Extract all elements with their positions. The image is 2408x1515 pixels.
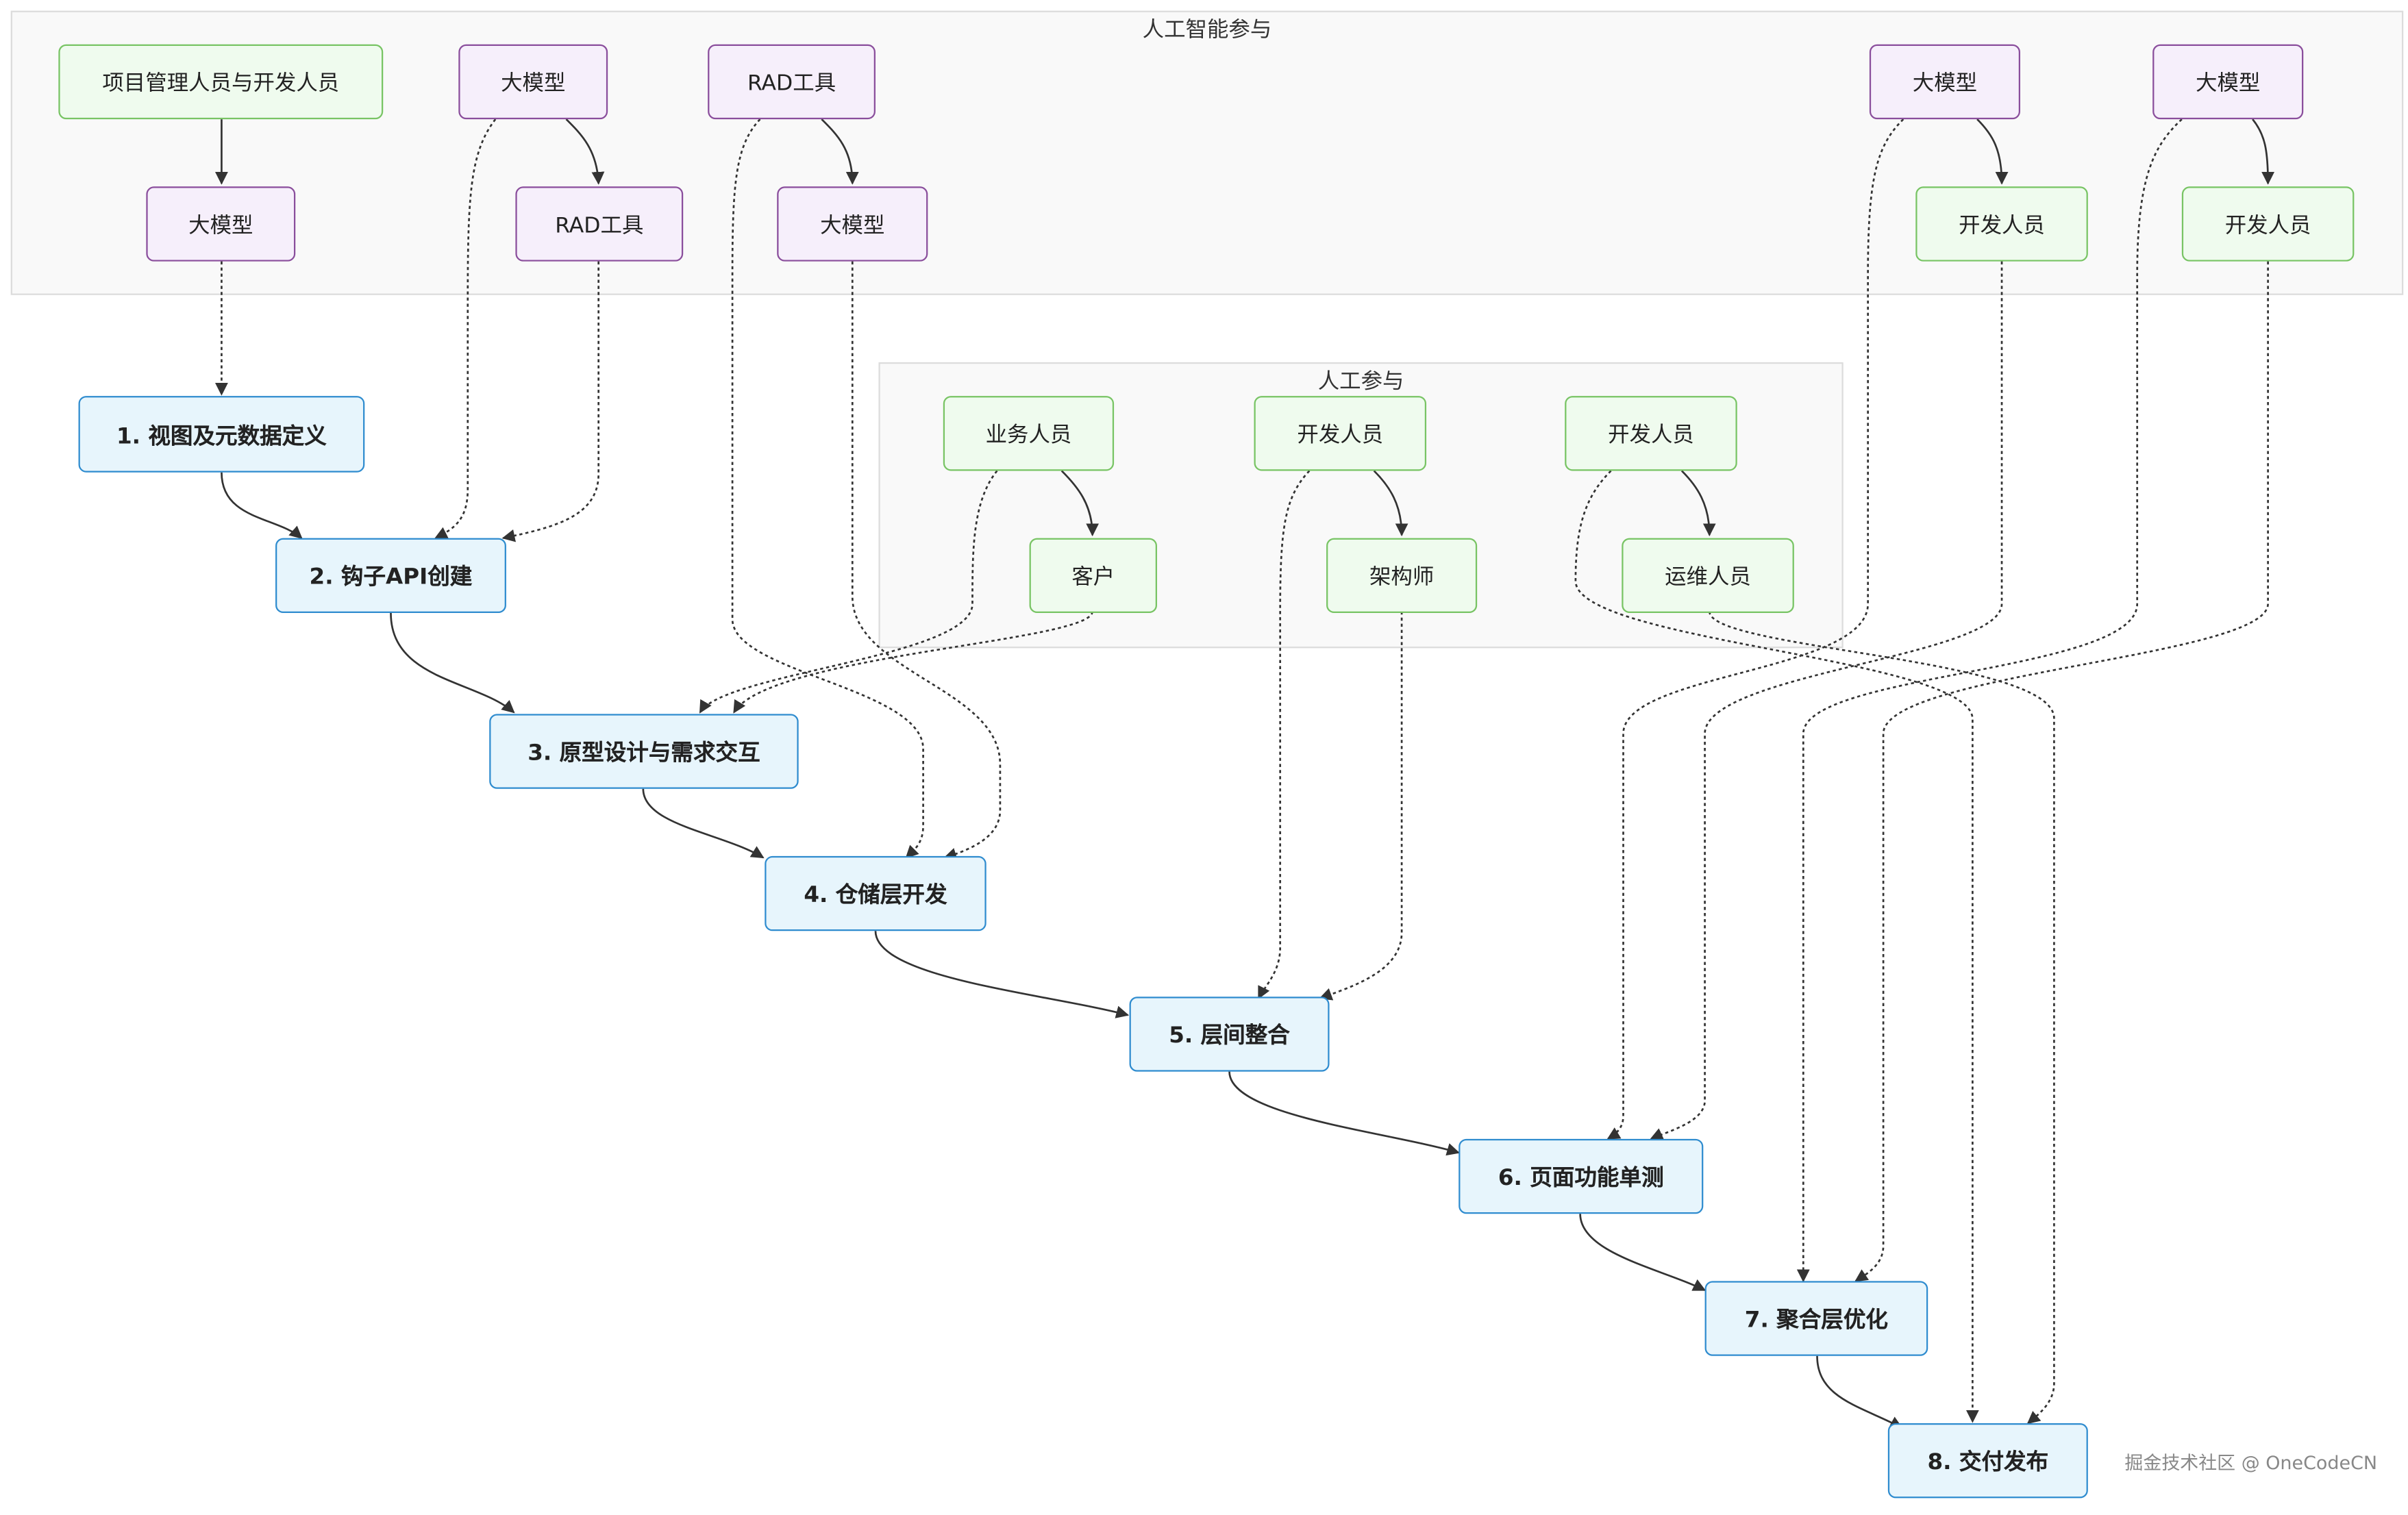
ai-group-title: 人工智能参与 [1142,18,1272,43]
step-8-release: 8. 交付发布 [1887,1423,2088,1499]
step-3-prototype: 3. 原型设计与需求交互 [489,714,799,789]
dev-node-a: 开发人员 [1254,396,1427,471]
edge-step4-to-step5 [874,931,1130,1018]
rad-node-1: RAD工具 [515,186,684,262]
human-group-title: 人工参与 [1317,370,1404,395]
step-6-page-test: 6. 页面功能单测 [1459,1138,1704,1214]
pm-dev-node: 项目管理人员与开发人员 [58,44,384,120]
llm-node-2: 大模型 [458,44,608,120]
llm-node-4: 大模型 [1869,44,2020,120]
llm-node-5: 大模型 [2152,44,2304,120]
edge-llm-to-step2 [434,118,497,539]
edge-rad-to-step4 [731,118,924,859]
step-2-hook-api: 2. 钩子API创建 [275,538,506,614]
edge-dev-to-architect [1373,470,1408,537]
ops-node: 运维人员 [1622,538,1794,614]
edge-llm-to-dev-1 [1976,118,2009,185]
rad-node-2: RAD工具 [708,44,876,120]
dev-node-b: 开发人员 [1565,396,1737,471]
edge-rad-to-llm [821,118,859,185]
business-node: 业务人员 [943,396,1115,471]
edge-step2-to-step3 [390,613,515,714]
edge-biz-to-customer [1060,470,1100,537]
edge-dev-to-ops [1680,470,1716,537]
llm-node-1: 大模型 [146,186,296,262]
step-5-integration: 5. 层间整合 [1129,997,1330,1072]
edge-llm-to-rad [565,118,605,185]
edge-dev-to-step5 [1258,470,1311,1000]
step-4-repository: 4. 仓储层开发 [765,855,986,931]
dev-node-1: 开发人员 [1915,186,2088,262]
edge-architect-to-step5 [1319,611,1403,1001]
edge-llm-to-step6 [1606,118,1904,1140]
step-1-view-metadata: 1. 视图及元数据定义 [78,396,365,473]
edge-llm-to-dev-2 [2252,118,2275,185]
watermark: 掘金技术社区 @ OneCodeCN [2124,1452,2378,1474]
solid-edges [214,118,2275,1429]
edge-customer-to-step3 [733,611,1094,714]
edge-llm-to-step7 [1796,118,2183,1283]
edge-dev-to-step6 [1574,470,1979,1423]
edge-rad-to-step2 [501,261,600,542]
edge-step6-to-step7 [1579,1214,1706,1292]
edge-dev2-to-step7 [1854,261,2269,1282]
edge-step3-to-step4 [642,788,765,859]
edge-llm-to-step4 [851,261,1002,861]
architect-node: 架构师 [1326,538,1478,614]
edge-biz-to-step3 [699,470,998,714]
dev-node-2: 开发人员 [2181,186,2355,262]
edge-step1-to-step2 [221,472,303,539]
edge-dev1-to-step6 [1650,261,2003,1140]
edge-step5-to-step6 [1228,1071,1461,1156]
edge-step7-to-step8 [1816,1355,1903,1429]
customer-node: 客户 [1029,538,1157,614]
step-7-aggregation: 7. 聚合层优化 [1704,1281,1928,1356]
llm-node-3: 大模型 [777,186,928,262]
dotted-edges [214,118,2269,1425]
edge-ops-to-step8 [1708,611,2055,1425]
